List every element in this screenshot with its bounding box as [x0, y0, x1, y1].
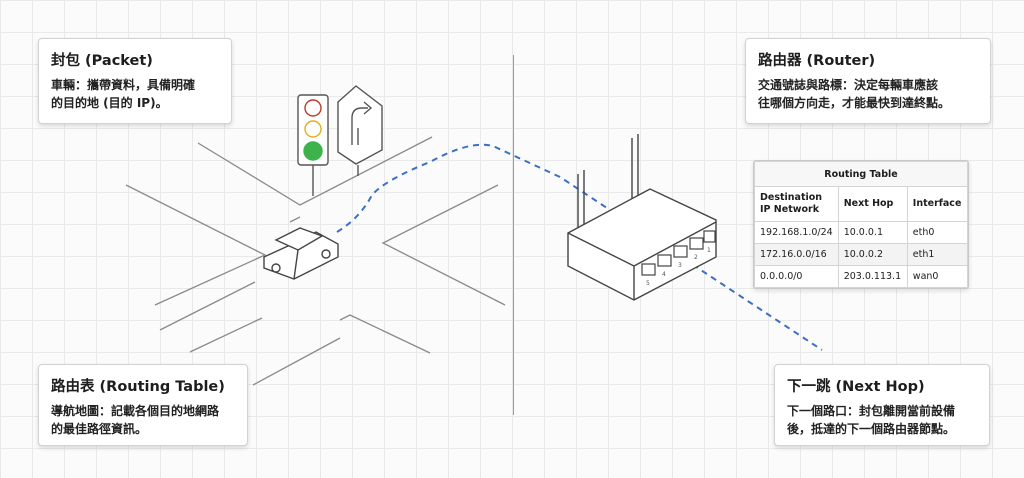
packet-title: 封包 (Packet) [51, 53, 153, 69]
packet-path [336, 143, 823, 351]
routing-table-card: 路由表 (Routing Table) 導航地圖：記載各個目的地網路 的最佳路徑… [38, 364, 248, 446]
packet-card: 封包 (Packet) 車輛：攜帶資料，具備明確 的目的地 (目的 IP)。 [38, 38, 232, 124]
signal-green [303, 141, 323, 161]
table-cell: 192.168.1.0/24 [754, 221, 839, 244]
router-ports [641, 230, 716, 276]
routing-table-description: 導航地圖：記載各個目的地網路 的最佳路徑資訊。 [51, 402, 235, 438]
table-cell: 203.0.113.1 [837, 265, 908, 288]
next-hop-card: 下一跳 (Next Hop) 下一個路口：封包離開當前設備 後，抵達的下一個路由… [774, 364, 990, 446]
desc-line: 下一個路口：封包離開當前設備 [787, 404, 956, 418]
center-divider [513, 55, 514, 415]
table-cell: 10.0.0.1 [837, 221, 908, 244]
car-icon [263, 227, 339, 280]
desc-line: 往哪個方向走，才能最快到達終點。 [758, 96, 951, 110]
signal-red [304, 99, 322, 117]
router-port-label: 4 [662, 271, 666, 278]
router-port-label: 5 [646, 280, 650, 287]
table-cell: 172.16.0.0/16 [754, 243, 839, 266]
desc-line: 的最佳路徑資訊。 [51, 422, 148, 436]
router-port-labels: 5 4 3 2 1 [646, 247, 711, 287]
router-port-label: 3 [678, 262, 682, 269]
desc-line: 車輛：攜帶資料，具備明確 [51, 78, 196, 92]
next-hop-description: 下一個路口：封包離開當前設備 後，抵達的下一個路由器節點。 [787, 402, 977, 438]
routing-table-title: 路由表 (Routing Table) [51, 379, 225, 395]
turn-right-sign-icon [337, 85, 383, 176]
desc-line: 的目的地 (目的 IP)。 [51, 96, 168, 110]
table-cell: eth0 [906, 221, 969, 244]
road-intersection [125, 136, 506, 386]
column-header-interface: Interface [906, 186, 969, 222]
desc-line: 交通號誌與路標：決定每輛車應該 [758, 78, 939, 92]
column-header-destination: Destination IP Network [754, 186, 839, 222]
router-icon [567, 134, 717, 301]
router-port-label: 1 [707, 247, 711, 254]
router-card: 路由器 (Router) 交通號誌與路標：決定每輛車應該 往哪個方向走，才能最快… [745, 38, 991, 124]
router-title: 路由器 (Router) [758, 53, 876, 69]
table-cell: 0.0.0.0/0 [754, 265, 839, 288]
router-description: 交通號誌與路標：決定每輛車應該 往哪個方向走，才能最快到達終點。 [758, 76, 978, 112]
table-cell: wan0 [906, 265, 969, 288]
table-cell: 10.0.0.2 [837, 243, 908, 266]
table-cell: eth1 [906, 243, 969, 266]
router-port-label: 2 [694, 254, 698, 261]
signal-yellow [304, 120, 322, 138]
traffic-light-icon [297, 94, 329, 196]
routing-table: Routing Table Destination IP Network Nex… [753, 160, 969, 289]
desc-line: 導航地圖：記載各個目的地網路 [51, 404, 220, 418]
table-row: 0.0.0.0/0 203.0.113.1 wan0 [754, 265, 969, 288]
column-header-next-hop: Next Hop [837, 186, 908, 222]
table-row: 192.168.1.0/24 10.0.0.1 eth0 [754, 221, 969, 244]
packet-description: 車輛：攜帶資料，具備明確 的目的地 (目的 IP)。 [51, 76, 219, 112]
table-row: 172.16.0.0/16 10.0.0.2 eth1 [754, 243, 969, 266]
routing-table-caption: Routing Table [754, 161, 968, 187]
desc-line: 後，抵達的下一個路由器節點。 [787, 422, 956, 436]
next-hop-title: 下一跳 (Next Hop) [787, 379, 925, 395]
